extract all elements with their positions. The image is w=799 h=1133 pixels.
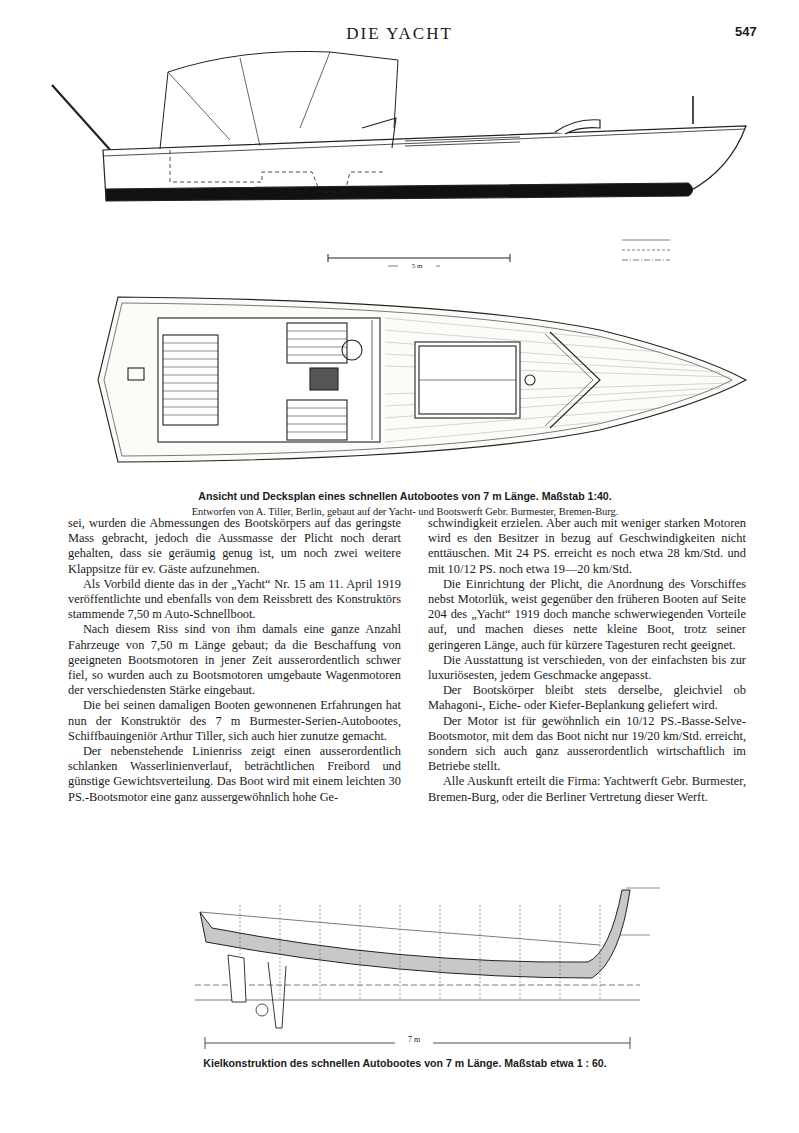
text-column: schwindigkeit erzielen. Aber auch mit we… [428,516,746,805]
body-paragraph: Der Bootskörper bleibt stets derselbe, g… [428,683,746,713]
scale-label: 5 m [398,262,436,270]
scale-bar [328,240,670,266]
body-paragraph: Der Motor ist für gewöhnlich ein 10/12 P… [428,714,746,775]
text-column: sei, wurden die Abmessungen des Bootskör… [68,516,401,805]
figure-caption: Kielkonstruktion des schnellen Autoboote… [60,1057,750,1069]
body-paragraph: schwindigkeit erzielen. Aber auch mit we… [428,516,746,577]
figure-credit: Entworfen von A. Tiller, Berlin, gebaut … [60,506,750,517]
body-paragraph: Nach diesem Riss sind von ihm damals ein… [68,622,401,698]
body-paragraph: Die bei seinen damaligen Booten gewonnen… [68,698,401,744]
page-number: 547 [735,24,775,39]
side-view [52,51,746,201]
deck-plan [98,297,746,462]
keel-drawing [195,888,660,1049]
body-paragraph: Die Ausstattung ist verschieden, von der… [428,653,746,683]
page-title: DIE YACHT [0,24,799,44]
body-paragraph: Die Einrichtung der Plicht, die Anordnun… [428,577,746,653]
body-paragraph: Der nebenstehende Linienriss zeigt einen… [68,744,401,805]
body-paragraph: Alle Auskunft erteilt die Firma: Yachtwe… [428,774,746,804]
figure-caption: Ansicht und Decksplan eines schnellen Au… [60,490,750,502]
body-paragraph: sei, wurden die Abmessungen des Bootskör… [68,516,401,577]
dimension-label: 7 m [395,1035,433,1044]
body-paragraph: Als Vorbild diente das in der „Yacht“ Nr… [68,577,401,623]
